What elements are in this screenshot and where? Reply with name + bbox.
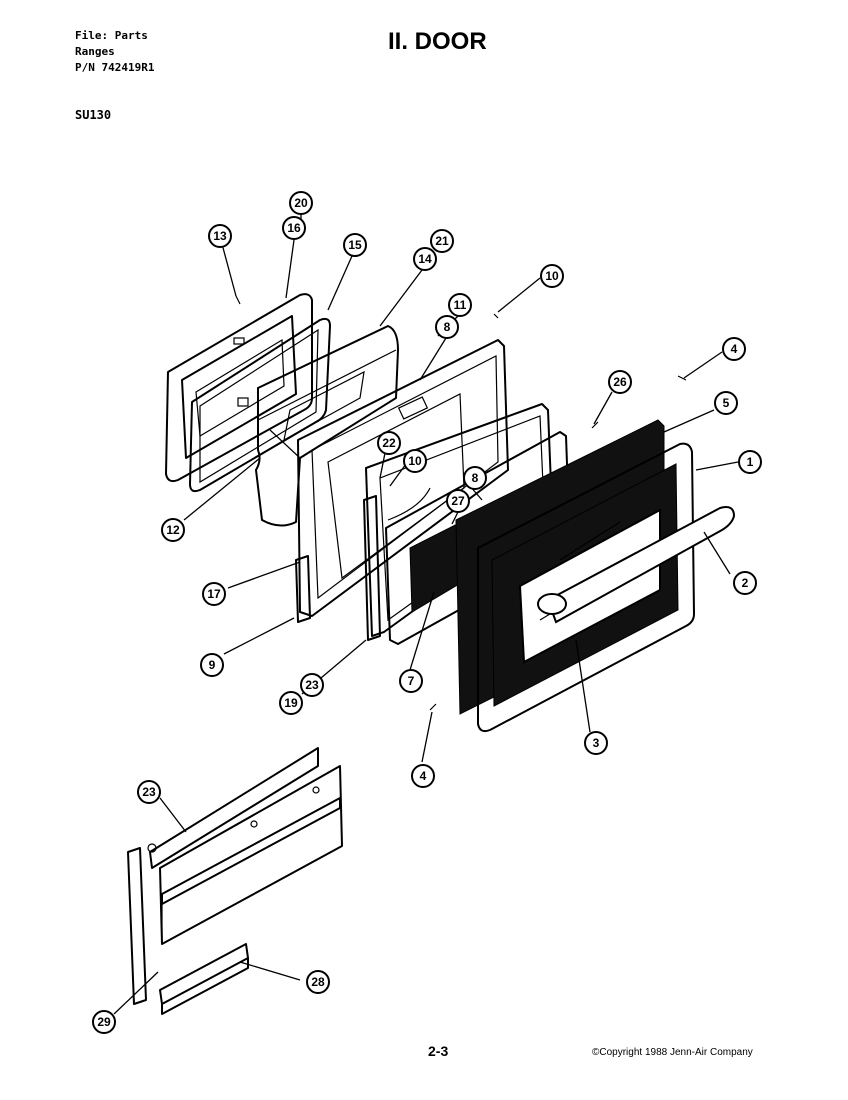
- callout-10-top: 10: [540, 264, 564, 288]
- callout-28: 28: [306, 970, 330, 994]
- callout-11: 11: [448, 293, 472, 317]
- svg-text:22: 22: [382, 436, 396, 450]
- inner-door-panel: [295, 339, 509, 623]
- svg-text:1: 1: [747, 455, 754, 469]
- svg-text:8: 8: [444, 320, 451, 334]
- callout-17: 17: [202, 582, 226, 606]
- svg-text:11: 11: [454, 298, 467, 312]
- category-line: Ranges: [75, 45, 115, 58]
- callout-23-mid: 23: [300, 673, 324, 697]
- callout-16: 16: [282, 216, 306, 240]
- svg-text:5: 5: [723, 396, 730, 410]
- callout-14: 14: [413, 247, 437, 271]
- callout-23-lower: 23: [137, 780, 161, 804]
- svg-text:7: 7: [408, 674, 415, 688]
- svg-text:17: 17: [207, 587, 221, 601]
- callout-4-top: 4: [722, 337, 746, 361]
- callout-22: 22: [377, 431, 401, 455]
- svg-text:20: 20: [294, 196, 308, 210]
- door-handle: [537, 506, 736, 624]
- callout-29: 29: [92, 1010, 116, 1034]
- svg-text:2: 2: [742, 576, 749, 590]
- callout-21: 21: [430, 229, 454, 253]
- callout-13: 13: [208, 224, 232, 248]
- file-line: File: Parts: [75, 29, 148, 42]
- file-info: File: Parts Ranges P/N 742419R1: [75, 28, 154, 76]
- svg-text:9: 9: [209, 658, 216, 672]
- svg-text:8: 8: [472, 471, 479, 485]
- svg-text:14: 14: [418, 252, 432, 266]
- callout-8-top: 8: [435, 315, 459, 339]
- door-gasket: [189, 317, 331, 493]
- callout-7: 7: [399, 669, 423, 693]
- callout-19: 19: [279, 691, 303, 715]
- svg-text:23: 23: [305, 678, 319, 692]
- svg-text:13: 13: [213, 229, 227, 243]
- callout-10-mid: 10: [403, 449, 427, 473]
- callout-1: 1: [738, 450, 762, 474]
- svg-text:21: 21: [435, 234, 449, 248]
- page-title: II. DOOR: [388, 28, 487, 55]
- callout-15: 15: [343, 233, 367, 257]
- callout-12: 12: [161, 518, 185, 542]
- svg-text:4: 4: [420, 769, 427, 783]
- model-number: SU130: [75, 108, 112, 122]
- callout-20: 20: [289, 191, 313, 215]
- svg-text:3: 3: [593, 736, 600, 750]
- inner-door-frame: [165, 293, 313, 483]
- svg-text:26: 26: [613, 375, 627, 389]
- svg-text:23: 23: [142, 785, 156, 799]
- svg-text:27: 27: [451, 494, 465, 508]
- insulation-pack: [255, 325, 399, 527]
- svg-text:10: 10: [408, 454, 422, 468]
- callout-3: 3: [584, 731, 608, 755]
- svg-text:29: 29: [97, 1015, 111, 1029]
- svg-text:19: 19: [284, 696, 298, 710]
- svg-text:4: 4: [731, 342, 738, 356]
- hardware-screws: [235, 295, 687, 711]
- svg-text:10: 10: [545, 269, 559, 283]
- part-number-line: P/N 742419R1: [75, 61, 155, 74]
- svg-text:15: 15: [348, 238, 362, 252]
- page-number: 2-3: [428, 1043, 449, 1059]
- callout-5: 5: [714, 391, 738, 415]
- svg-text:16: 16: [287, 221, 301, 235]
- svg-text:28: 28: [311, 975, 325, 989]
- callout-9: 9: [200, 653, 224, 677]
- lower-door-frame: [127, 747, 343, 1015]
- leader-lines: [113, 213, 739, 1015]
- callout-8-mid: 8: [463, 466, 487, 490]
- callout-26: 26: [608, 370, 632, 394]
- callout-4-bottom: 4: [411, 764, 435, 788]
- callout-27: 27: [446, 489, 470, 513]
- callout-2: 2: [733, 571, 757, 595]
- copyright-notice: ©Copyright 1988 Jenn-Air Company: [592, 1047, 753, 1058]
- svg-text:12: 12: [166, 523, 180, 537]
